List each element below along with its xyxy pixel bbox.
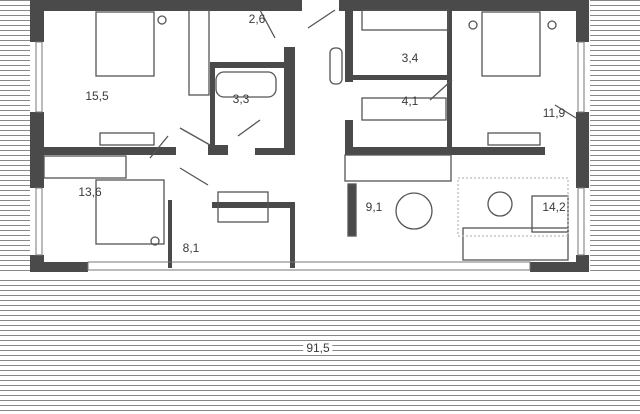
room-area-wardrobe: 3,4 bbox=[401, 51, 419, 65]
bed-icon bbox=[95, 11, 155, 77]
bed-icon bbox=[481, 11, 541, 77]
room-area-living-room: 14,2 bbox=[542, 200, 566, 214]
room-area-hall: 4,1 bbox=[401, 94, 419, 108]
room-area-bedroom-1: 15,5 bbox=[85, 89, 109, 103]
room-area-bedroom-2: 11,9 bbox=[542, 106, 566, 120]
room-area-kitchen-dining: 9,1 bbox=[365, 200, 383, 214]
room-area-bedroom-3: 13,6 bbox=[78, 185, 102, 199]
room-area-wc: 2,6 bbox=[248, 12, 266, 26]
sofa-icon bbox=[462, 227, 569, 261]
bathtub-icon bbox=[215, 71, 277, 98]
window-sills bbox=[35, 41, 585, 271]
furniture bbox=[43, 9, 577, 261]
dining-table-icon bbox=[395, 192, 433, 230]
bed-icon bbox=[95, 179, 165, 245]
room-area-bathroom: 3,3 bbox=[232, 92, 250, 106]
walls bbox=[30, 0, 589, 272]
room-area-terrace: 91,5 bbox=[303, 341, 333, 355]
room-area-study: 8,1 bbox=[182, 241, 200, 255]
